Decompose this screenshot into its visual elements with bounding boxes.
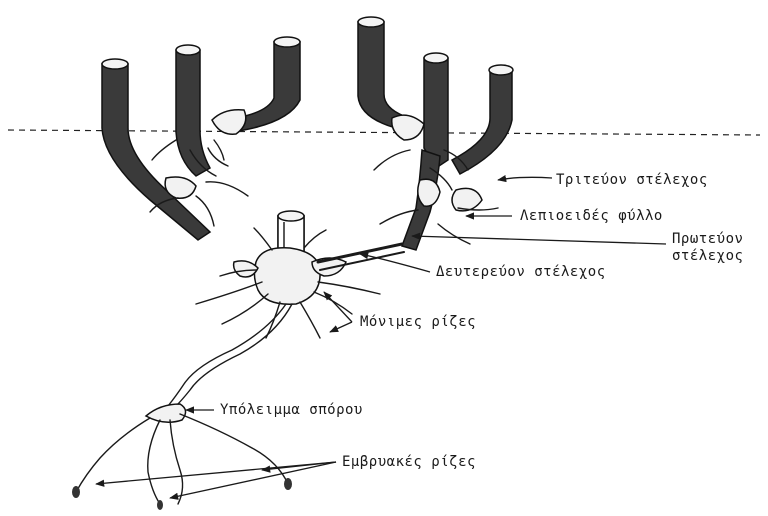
label-primary-stem-line2: στέλεχος [672, 248, 743, 264]
left-stem-group [102, 37, 300, 240]
label-tertiary-stem: Τριτεύον στέλεχος [556, 172, 708, 188]
label-scale-leaf: Λεπιοειδές φύλλο [520, 208, 663, 224]
right-stem-group [358, 17, 513, 250]
label-permanent-roots: Μόνιμες ρίζες [360, 314, 476, 330]
label-secondary-stem: Δευτερεύον στέλεχος [436, 264, 606, 280]
seed-remnant-shape [146, 404, 186, 422]
label-embryonic-roots: Εμβρυακές ρίζες [342, 454, 476, 470]
label-primary-stem-line1: Πρωτεύον [672, 231, 743, 247]
seedling-axis [168, 304, 286, 406]
label-seed-remnant: Υπόλειμμα σπόρου [220, 402, 363, 418]
